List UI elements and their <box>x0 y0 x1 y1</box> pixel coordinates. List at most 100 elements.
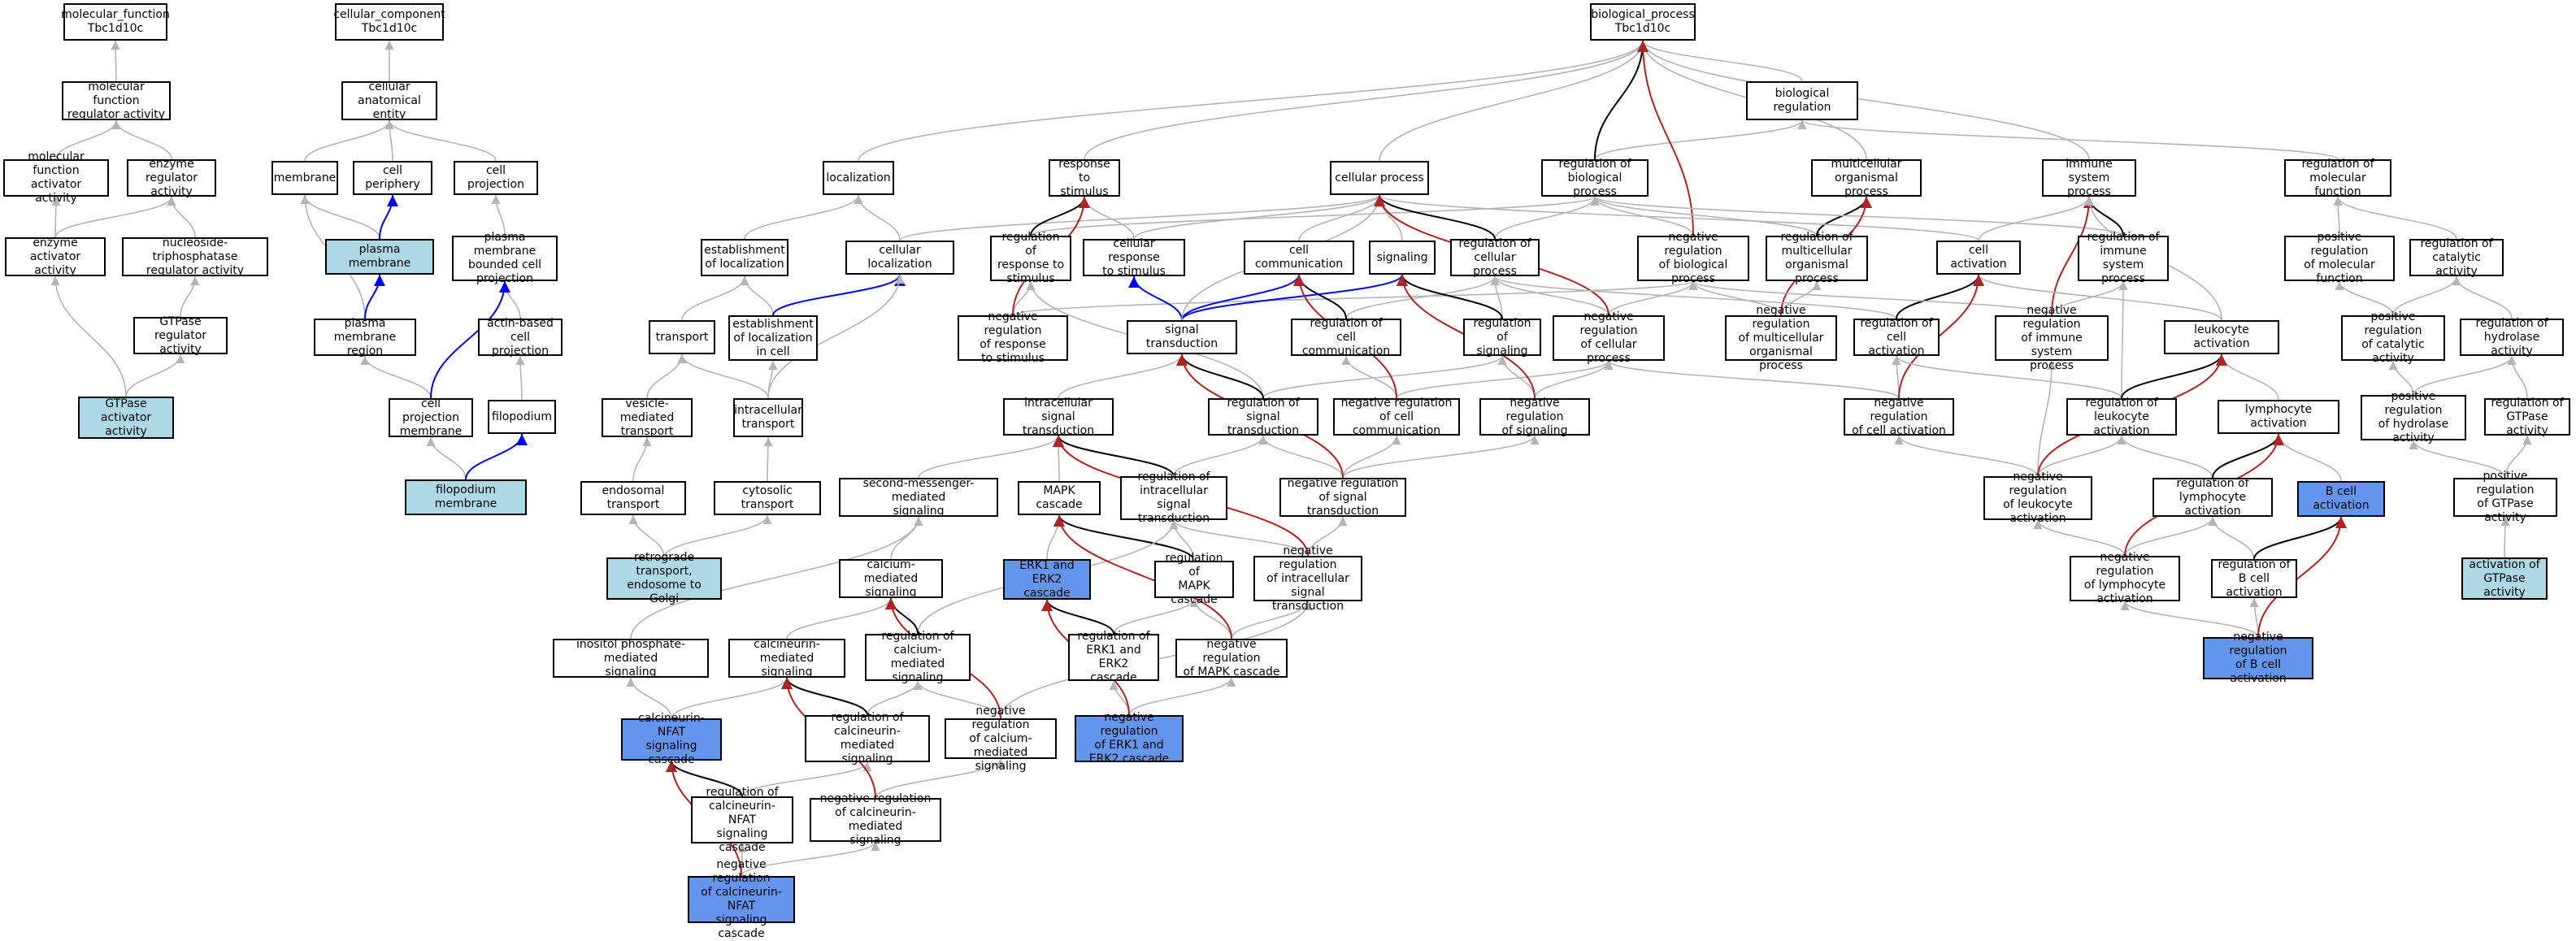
node-erk1-and-erk2-cascade[interactable]: ERK1 and ERK2 cascade <box>1003 559 1091 600</box>
node-molecular-function-root[interactable]: molecular_function Tbc1d10c <box>61 3 170 41</box>
node-membrane[interactable]: membrane <box>272 161 338 195</box>
node-regulation-of-lymphocyte-activation[interactable]: regulation of lymphocyte activation <box>2152 477 2273 518</box>
node-leukocyte-activation[interactable]: leukocyte activation <box>2164 320 2279 354</box>
node-signal-transduction[interactable]: signal transduction <box>1127 320 1237 354</box>
node-regulation-of-cell-activation[interactable]: regulation of cell activation <box>1853 317 1940 358</box>
node-calcineurin-nfat-signaling-cascade[interactable]: calcineurin-NFAT signaling cascade <box>621 712 722 766</box>
node-activation-of-gtpase-activity[interactable]: activation of GTPase activity <box>2461 557 2548 600</box>
node-molecular-function-activator-activity[interactable]: molecular function activator activity <box>3 150 109 205</box>
node-actin-based-cell-projection[interactable]: actin-based cell projection <box>478 317 563 358</box>
node-regulation-of-response-to-stimulus[interactable]: regulation of response to stimulus <box>990 231 1071 285</box>
node-enzyme-activator-activity[interactable]: enzyme activator activity <box>5 236 106 277</box>
node-intracellular-signal-transduction[interactable]: intracellular signal transduction <box>1003 397 1114 437</box>
node-establishment-of-localization[interactable]: establishment of localization <box>701 239 788 276</box>
node-retrograde-transport-endosome-to-golgi[interactable]: retrograde transport, endosome to Golgi <box>606 551 722 605</box>
node-regulation-of-biological-process[interactable]: regulation of biological process <box>1541 158 1649 198</box>
node-second-messenger-mediated-signaling[interactable]: second-messenger-mediated signaling <box>839 477 998 518</box>
node-cytosolic-transport[interactable]: cytosolic transport <box>714 481 821 515</box>
node-cellular-component-root[interactable]: cellular_component Tbc1d10c <box>333 3 445 41</box>
node-biological-process-root[interactable]: biological_process Tbc1d10c <box>1590 3 1696 41</box>
node-immune-system-process[interactable]: immune system process <box>2042 158 2136 198</box>
node-signaling[interactable]: signaling <box>1369 241 1436 275</box>
node-regulation-of-molecular-function[interactable]: regulation of molecular function <box>2284 158 2391 198</box>
node-negative-regulation-of-immune-system-process[interactable]: negative regulation of immune system pro… <box>1995 304 2109 372</box>
node-plasma-membrane-region[interactable]: plasma membrane region <box>314 317 416 358</box>
node-regulation-of-gtpase-activity[interactable]: regulation of GTPase activity <box>2484 397 2570 437</box>
node-transport[interactable]: transport <box>649 320 715 354</box>
node-negative-regulation-of-calcineurin-mediated-signaling[interactable]: negative regulation of calcineurin-media… <box>810 792 941 847</box>
node-gtpase-activator-activity[interactable]: GTPase activator activity <box>78 397 174 439</box>
node-positive-regulation-of-catalytic-activity[interactable]: positive regulation of catalytic activit… <box>2341 310 2445 365</box>
node-calcium-mediated-signaling[interactable]: calcium-mediated signaling <box>839 558 943 599</box>
node-b-cell-activation[interactable]: B cell activation <box>2297 481 2385 517</box>
node-negative-regulation-of-b-cell-activation[interactable]: negative regulation of B cell activation <box>2203 631 2313 685</box>
node-filopodium[interactable]: filopodium <box>488 400 556 434</box>
node-negative-regulation-of-intracellular-signal-transduction[interactable]: negative regulation of intracellular sig… <box>1253 544 1362 613</box>
node-positive-regulation-of-gtpase-activity[interactable]: positive regulation of GTPase activity <box>2453 470 2557 524</box>
node-multicellular-organismal-process[interactable]: multicellular organismal process <box>1811 158 1922 198</box>
node-regulation-of-calcineurin-nfat-signaling-cascade[interactable]: regulation of calcineurin-NFAT signaling… <box>691 786 793 854</box>
node-calcineurin-mediated-signaling[interactable]: calcineurin-mediated signaling <box>728 638 845 679</box>
edge-cact-is_a-cproc <box>1375 194 1979 241</box>
node-regulation-of-catalytic-activity[interactable]: regulation of catalytic activity <box>2409 237 2504 278</box>
node-negative-regulation-of-multicellular-organismal-process[interactable]: negative regulation of multicellular org… <box>1725 304 1837 372</box>
node-regulation-of-signal-transduction[interactable]: regulation of signal transduction <box>1208 397 1318 437</box>
node-regulation-of-calcineurin-mediated-signaling[interactable]: regulation of calcineurin-mediated signa… <box>805 711 930 765</box>
node-ntpase-regulator-activity[interactable]: nucleoside-triphosphatase regulator acti… <box>122 236 268 277</box>
node-negative-regulation-of-cell-communication[interactable]: negative regulation of cell communicatio… <box>1333 397 1460 437</box>
node-regulation-of-cellular-process[interactable]: regulation of cellular process <box>1450 237 1540 278</box>
node-regulation-of-b-cell-activation[interactable]: regulation of B cell activation <box>2211 558 2297 599</box>
node-cell-communication[interactable]: cell communication <box>1244 241 1354 275</box>
node-regulation-of-leukocyte-activation[interactable]: regulation of leukocyte activation <box>2066 397 2177 437</box>
node-regulation-of-erk1-and-erk2-cascade[interactable]: regulation of ERK1 and ERK2 cascade <box>1068 630 1159 684</box>
node-cell-projection-membrane[interactable]: cell projection membrane <box>389 397 473 438</box>
node-cellular-localization[interactable]: cellular localization <box>845 241 954 275</box>
node-cellular-anatomical-entity[interactable]: cellular anatomical entity <box>341 80 437 121</box>
node-positive-regulation-of-molecular-function[interactable]: positive regulation of molecular functio… <box>2284 231 2395 285</box>
node-negative-regulation-of-erk1-and-erk2-cascade[interactable]: negative regulation of ERK1 and ERK2 cas… <box>1075 711 1184 765</box>
node-regulation-of-hydrolase-activity[interactable]: regulation of hydrolase activity <box>2460 317 2564 358</box>
node-gtpase-regulator-activity[interactable]: GTPase regulator activity <box>133 315 228 356</box>
node-negative-regulation-of-signaling[interactable]: negative regulation of signaling <box>1479 397 1590 437</box>
node-response-to-stimulus[interactable]: response to stimulus <box>1049 158 1120 198</box>
node-regulation-of-cell-communication[interactable]: regulation of cell communication <box>1291 317 1401 358</box>
node-molecular-function-regulator-activity[interactable]: molecular function regulator activity <box>62 80 171 121</box>
node-cell-activation[interactable]: cell activation <box>1936 241 2021 275</box>
node-negative-regulation-of-response-to-stimulus[interactable]: negative regulation of response to stimu… <box>958 310 1068 365</box>
node-plasma-membrane[interactable]: plasma membrane <box>325 239 434 275</box>
node-regulation-of-mapk-cascade[interactable]: regulation of MAPK cascade <box>1154 552 1234 606</box>
node-regulation-of-multicellular-organismal-process[interactable]: regulation of multicellular organismal p… <box>1766 231 1868 285</box>
node-regulation-of-intracellular-signal-transduction[interactable]: regulation of intracellular signal trans… <box>1120 470 1227 525</box>
node-regulation-of-immune-system-process[interactable]: regulation of immune system process <box>2078 231 2169 285</box>
node-filopodium-membrane[interactable]: filopodium membrane <box>405 479 527 515</box>
node-mapk-cascade[interactable]: MAPK cascade <box>1018 481 1101 515</box>
node-negative-regulation-of-cellular-process[interactable]: negative regulation of cellular process <box>1553 310 1665 365</box>
node-negative-regulation-of-mapk-cascade[interactable]: negative regulation of MAPK cascade <box>1175 638 1288 679</box>
node-negative-regulation-of-lymphocyte-activation[interactable]: negative regulation of lymphocyte activa… <box>2070 551 2180 605</box>
node-negative-regulation-of-calcium-mediated-signaling[interactable]: negative regulation of calcium-mediated … <box>945 705 1057 773</box>
node-enzyme-regulator-activity[interactable]: enzyme regulator activity <box>127 158 216 198</box>
edge-gaa-is_a-eaa <box>50 275 127 397</box>
node-biological-regulation[interactable]: biological regulation <box>1746 81 1858 120</box>
node-cell-periphery[interactable]: cell periphery <box>353 161 432 195</box>
node-localization[interactable]: localization <box>823 161 894 195</box>
node-plasma-membrane-bounded-cell-projection[interactable]: plasma membrane bounded cell projection <box>452 231 558 285</box>
node-inositol-phosphate-mediated-signaling[interactable]: inositol phosphate-mediated signaling <box>553 638 709 679</box>
node-negative-regulation-of-leukocyte-activation[interactable]: negative regulation of leukocyte activat… <box>1983 470 2092 525</box>
node-positive-regulation-of-hydrolase-activity[interactable]: positive regulation of hydrolase activit… <box>2361 390 2466 444</box>
node-regulation-of-signaling[interactable]: regulation of signaling <box>1463 317 1541 358</box>
node-negative-regulation-of-calcineurin-nfat-signaling-cascade[interactable]: negative regulation of calcineurin-NFAT … <box>688 858 795 940</box>
edge-rbp-is_a-breg <box>1594 119 1807 160</box>
node-intracellular-transport[interactable]: intracellular transport <box>733 398 803 437</box>
node-cellular-process[interactable]: cellular process <box>1330 161 1429 195</box>
node-cell-projection[interactable]: cell projection <box>454 161 538 195</box>
node-regulation-of-calcium-mediated-signaling[interactable]: regulation of calcium-mediated signaling <box>865 630 971 684</box>
node-negative-regulation-of-signal-transduction[interactable]: negative regulation of signal transducti… <box>1279 477 1406 518</box>
node-negative-regulation-of-biological-process[interactable]: negative regulation of biological proces… <box>1637 231 1749 285</box>
node-establishment-of-localization-in-cell[interactable]: establishment of localization in cell <box>728 315 818 361</box>
node-cellular-response-to-stimulus[interactable]: cellular response to stimulus <box>1083 237 1185 278</box>
node-endosomal-transport[interactable]: endosomal transport <box>580 481 686 515</box>
node-negative-regulation-of-cell-activation[interactable]: negative regulation of cell activation <box>1844 397 1954 437</box>
node-vesicle-mediated-transport[interactable]: vesicle-mediated transport <box>602 397 693 438</box>
node-lymphocyte-activation[interactable]: lymphocyte activation <box>2218 400 2339 434</box>
